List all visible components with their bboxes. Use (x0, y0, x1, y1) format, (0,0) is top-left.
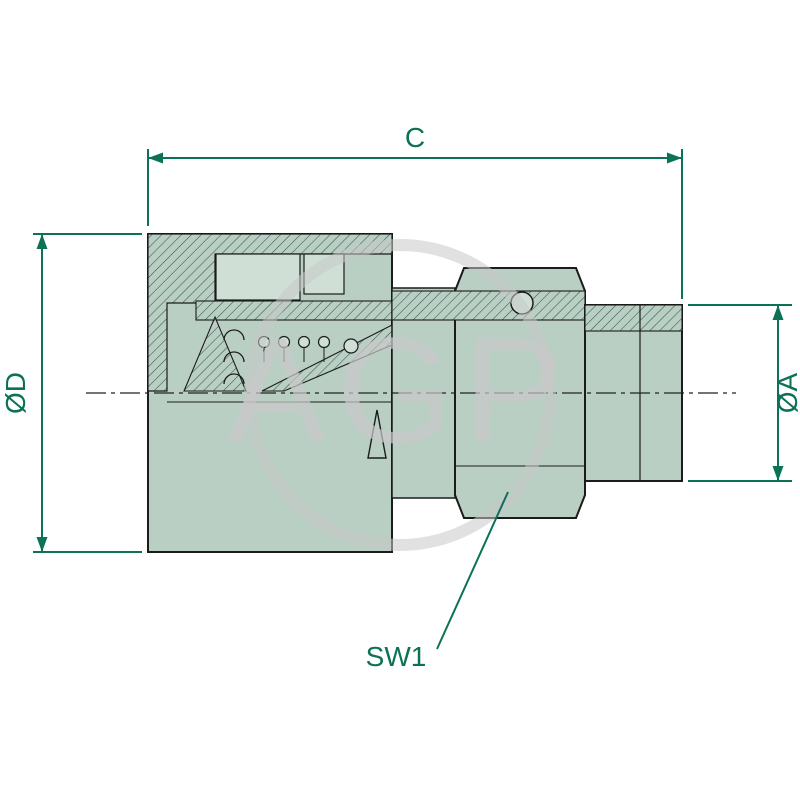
arrowhead-bottom (36, 537, 48, 552)
dimension-label-c: C (405, 122, 425, 153)
ball (297, 335, 311, 349)
flow-arrow-mark (367, 409, 387, 459)
spring-coil (223, 329, 245, 341)
watermark-circle (244, 239, 556, 551)
watermark-text: AGP (227, 306, 574, 474)
spring-coil (223, 351, 245, 363)
arrowhead-right (667, 152, 682, 164)
callout-sw1: SW1 (366, 491, 509, 672)
callout-label-sw1: SW1 (366, 641, 427, 672)
dimension-diameter-d: ØD (0, 233, 142, 553)
nut-thread-section-hatch (391, 290, 586, 321)
ball (277, 335, 291, 349)
arrowhead-top (772, 305, 784, 320)
arrowhead-top (36, 234, 48, 249)
arrowhead-bottom (772, 466, 784, 481)
dimensions: C ØD ØA SW1 (0, 122, 800, 672)
valve-poppet-cone-hatch (183, 315, 247, 392)
ball (317, 335, 331, 349)
arrowhead-left (148, 152, 163, 164)
watermark: AGP (227, 239, 574, 551)
leader-line (436, 491, 509, 650)
dimension-diameter-a: ØA (688, 304, 800, 482)
dimension-label-d: ØD (0, 372, 31, 414)
large-ball (343, 338, 359, 354)
male-end-wall-hatch (584, 304, 683, 332)
dimension-length-c: C (147, 122, 683, 299)
dimension-label-a: ØA (772, 372, 800, 413)
spring-coil (223, 373, 245, 385)
valve-spring (223, 329, 245, 385)
coupling-body (86, 233, 736, 553)
